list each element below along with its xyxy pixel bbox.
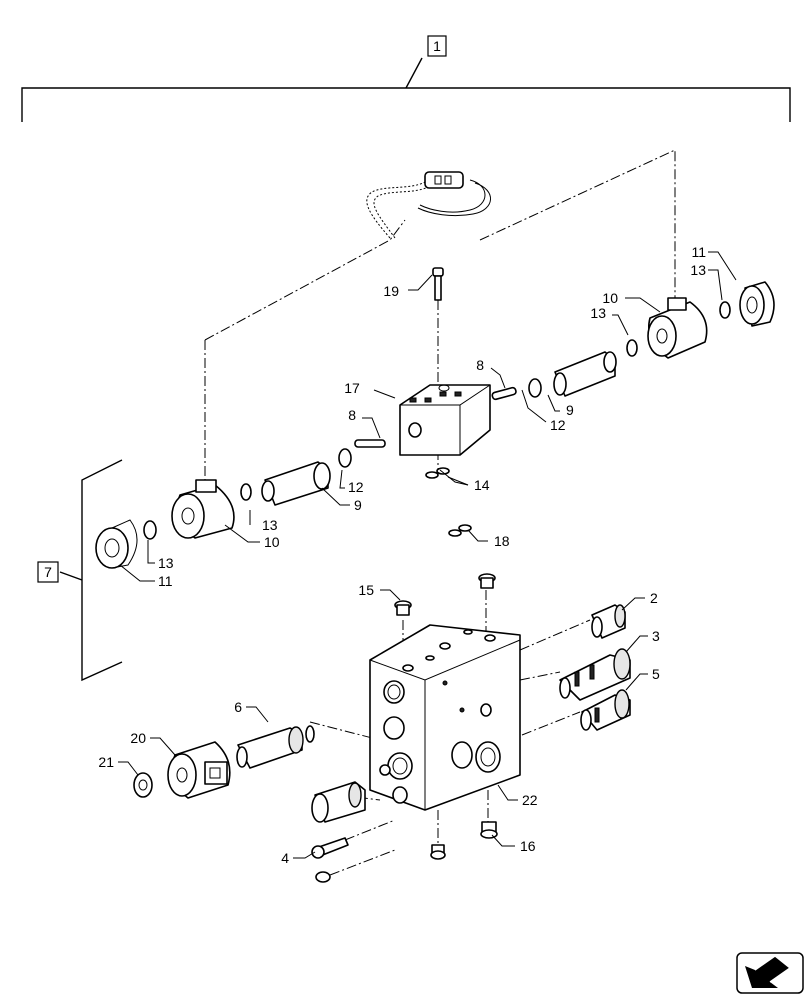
- oring-18a: [448, 529, 462, 537]
- next-page-arrow-icon[interactable]: [736, 952, 804, 994]
- cartridge-lower: [311, 781, 366, 823]
- screw-4: [311, 837, 349, 859]
- callout-13-left-inner: 13: [262, 517, 278, 533]
- pin-8-right: [491, 386, 517, 401]
- assembly-bracket: 1: [21, 35, 791, 122]
- manifold-block-22: [369, 624, 521, 811]
- right-solenoid-group: [528, 281, 775, 398]
- callout-20: 20: [130, 730, 146, 746]
- callout-14: 14: [474, 477, 490, 493]
- callout-13-right-inner: 13: [590, 305, 606, 321]
- callout-13-right-outer: 13: [690, 262, 706, 278]
- callout-2: 2: [650, 590, 658, 606]
- callout-10-left: 10: [264, 534, 280, 550]
- callout-16: 15: [358, 582, 374, 598]
- callout-3: 3: [652, 628, 660, 644]
- cartridge-6: [236, 725, 315, 769]
- callout-9-right: 9: [566, 402, 574, 418]
- callout-6: 6: [234, 699, 242, 715]
- oring-18b: [458, 524, 472, 532]
- plug-top: [478, 573, 496, 589]
- callout-18: 18: [494, 533, 510, 549]
- nut-21: [133, 772, 153, 798]
- callout-4: 4: [281, 850, 289, 866]
- bolt-19: [432, 267, 444, 301]
- callout-11-left: 11: [158, 573, 173, 589]
- callout-21: 21: [98, 754, 114, 770]
- callout-22: 22: [522, 792, 538, 808]
- callout-10-right: 10: [602, 290, 618, 306]
- group-ref-label: 7: [44, 564, 52, 580]
- cartridge-2: [591, 604, 626, 639]
- callout-17: 16: [520, 838, 536, 854]
- callout-8-right: 8: [476, 357, 484, 373]
- cartridge-5: [580, 689, 631, 731]
- wiring-harness: [366, 171, 491, 239]
- callout-13-left-outer: 13: [158, 555, 174, 571]
- callout-9-left: 9: [354, 497, 362, 513]
- plug-17: [480, 821, 498, 839]
- callout-5: 5: [652, 666, 660, 682]
- plug-16: [394, 600, 412, 616]
- callout-leaders: [118, 251, 737, 859]
- solenoid-20: [167, 741, 231, 799]
- callout-15: 17: [344, 380, 360, 396]
- valve-body-15: [399, 384, 491, 456]
- callout-11-right: 11: [691, 244, 706, 260]
- oring-14b: [436, 467, 450, 475]
- cartridge-3: [559, 648, 631, 701]
- plug-bottom: [430, 844, 446, 860]
- assembly-ref-label: 1: [433, 38, 441, 54]
- callout-19: 19: [383, 283, 399, 299]
- oring-14a: [425, 471, 439, 479]
- callout-12-left: 12: [348, 479, 364, 495]
- group-bracket: 7: [37, 459, 123, 682]
- left-solenoid-group: [95, 448, 352, 569]
- callout-8-left: 8: [348, 407, 356, 423]
- callout-12-right: 12: [550, 417, 566, 433]
- pin-8-left: [354, 439, 386, 448]
- small-plug: [315, 871, 331, 883]
